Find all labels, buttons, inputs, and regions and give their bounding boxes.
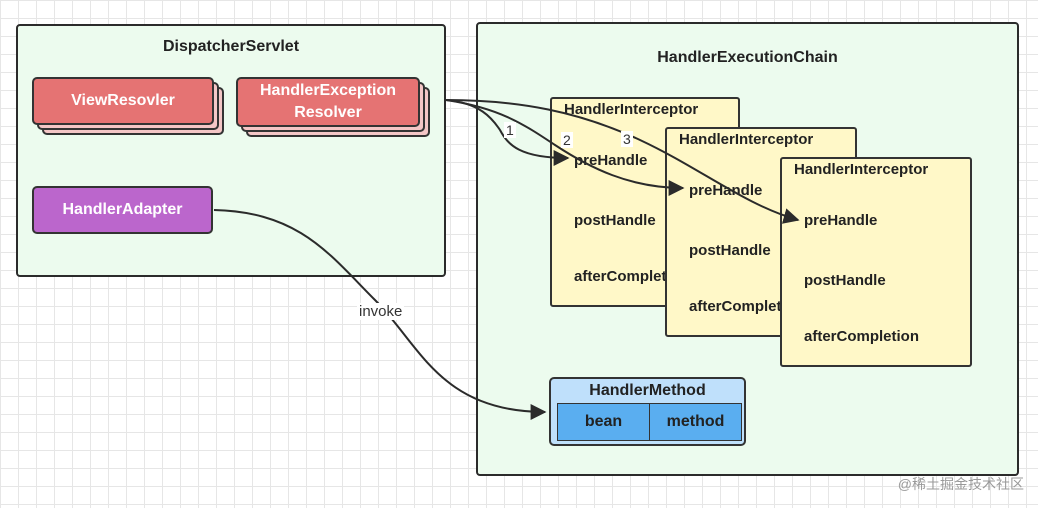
exception-resolver-line2: Resolver bbox=[294, 104, 362, 121]
exception-resolver-label: HandlerException Resolver bbox=[236, 77, 420, 127]
dispatcher-servlet-title: DispatcherServlet bbox=[162, 38, 300, 55]
interceptor-3-title: HandlerInterceptor bbox=[794, 161, 929, 178]
dispatcher-servlet-box: DispatcherServlet bbox=[16, 24, 446, 277]
arrow-step-2 bbox=[445, 99, 685, 196]
edge-label-1: 1 bbox=[504, 122, 516, 138]
interceptor-1-aftercompletion: afterCompletion bbox=[574, 268, 690, 285]
handler-method-node[interactable]: HandlerMethod bean method bbox=[549, 377, 746, 446]
edge-label-3: 3 bbox=[621, 131, 633, 147]
edge-label-2: 2 bbox=[561, 132, 573, 148]
handler-method-title: HandlerMethod bbox=[589, 382, 706, 399]
interceptor-3-prehandle: preHandle bbox=[804, 212, 878, 229]
handler-execution-chain-title: HandlerExecutionChain bbox=[657, 49, 838, 66]
exception-resolver-line1: HandlerException bbox=[259, 82, 397, 99]
interceptor-2-aftercompletion: afterCompletion bbox=[689, 298, 805, 315]
handler-interceptor-3[interactable]: HandlerInterceptor preHandle postHandle … bbox=[780, 157, 972, 367]
interceptor-1-posthandle: postHandle bbox=[574, 212, 656, 229]
interceptor-2-posthandle: postHandle bbox=[689, 242, 771, 259]
view-resolver-node[interactable]: ViewResovler bbox=[32, 77, 226, 139]
interceptor-3-aftercompletion: afterCompletion bbox=[804, 328, 920, 345]
handler-method-bean: bean bbox=[557, 403, 650, 441]
interceptor-2-title: HandlerInterceptor bbox=[679, 131, 814, 148]
interceptor-2-prehandle: preHandle bbox=[689, 182, 763, 199]
handler-adapter-node[interactable]: HandlerAdapter bbox=[32, 186, 213, 234]
arrow-invoke bbox=[213, 209, 547, 420]
arrow-step-3 bbox=[445, 99, 800, 224]
view-resolver-label: ViewResovler bbox=[32, 77, 214, 125]
edge-label-invoke: invoke bbox=[357, 303, 405, 320]
interceptor-1-prehandle: preHandle bbox=[574, 152, 648, 169]
interceptor-3-posthandle: postHandle bbox=[804, 272, 886, 289]
handler-exception-resolver-node[interactable]: HandlerException Resolver bbox=[236, 77, 432, 139]
handler-method-method: method bbox=[649, 403, 742, 441]
watermark-text: @稀土掘金技术社区 bbox=[897, 476, 1024, 492]
interceptor-1-title: HandlerInterceptor bbox=[564, 101, 699, 118]
